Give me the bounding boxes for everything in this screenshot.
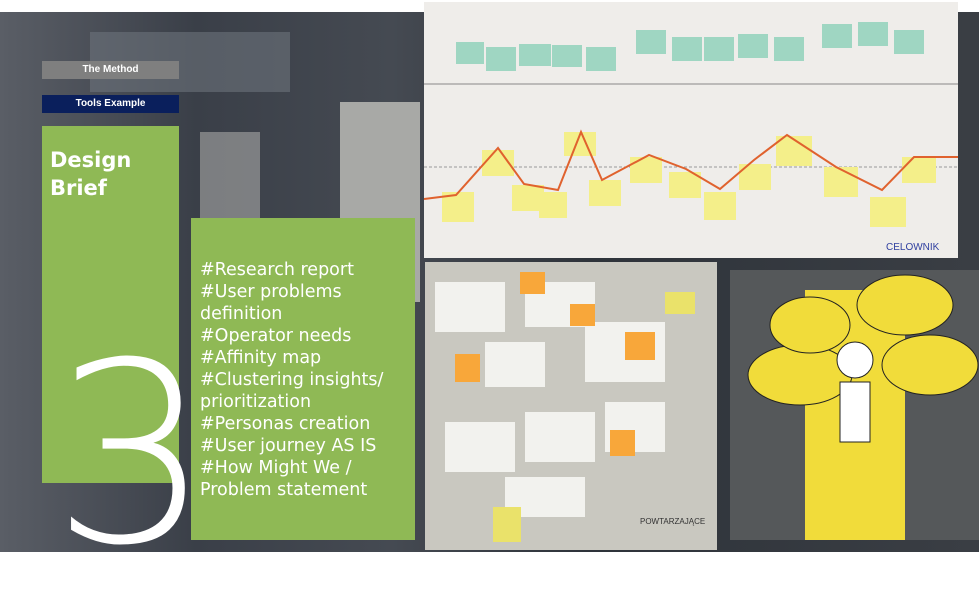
list-item: #Operator needs bbox=[200, 326, 352, 346]
affinity-label: POWTARZAJĄCE bbox=[640, 517, 705, 526]
tools-list-panel: #Research report #User problems definiti… bbox=[191, 218, 415, 540]
list-item: #How Might We / Problem statement bbox=[200, 458, 368, 500]
affinity-map-drawing: POWTARZAJĄCE bbox=[425, 262, 717, 550]
personas-drawing bbox=[747, 274, 979, 540]
journey-map-drawing: CELOWNIK bbox=[424, 22, 958, 253]
tools-example-label: Tools Example bbox=[42, 95, 179, 113]
list-item: #Personas creation bbox=[200, 414, 371, 434]
the-method-label: The Method bbox=[42, 61, 179, 79]
design-brief-title: Design Brief bbox=[50, 148, 132, 200]
list-item: #Affinity map bbox=[200, 348, 322, 368]
list-item: #User journey AS IS bbox=[200, 436, 377, 456]
affinity-map-photo: POWTARZAJĄCE bbox=[425, 262, 717, 550]
step-number: 3 bbox=[52, 309, 212, 600]
user-journey-photo: CELOWNIK bbox=[424, 2, 958, 258]
list-item: #Research report bbox=[200, 260, 354, 280]
design-brief-panel: Design Brief bbox=[42, 126, 179, 483]
celownik-label: CELOWNIK bbox=[886, 242, 940, 253]
list-item: #User problems definition bbox=[200, 282, 342, 324]
list-item: #Clustering insights/ prioritization bbox=[200, 370, 384, 412]
personas-photo bbox=[730, 270, 979, 540]
